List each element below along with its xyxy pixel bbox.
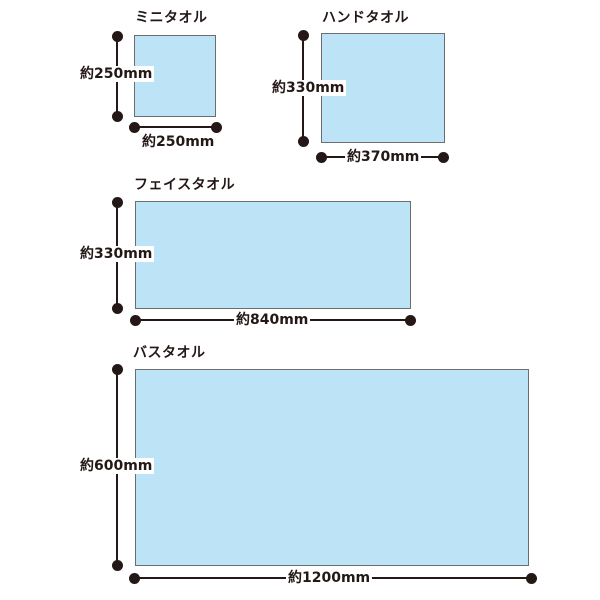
bath-towel-height-dot-bottom bbox=[112, 560, 123, 571]
hand-towel-title: ハンドタオル bbox=[322, 10, 409, 26]
mini-towel-width-dot-right bbox=[211, 122, 222, 133]
face-towel-height-dot-bottom bbox=[112, 303, 123, 314]
bath-towel-height-label: 約600mm bbox=[78, 458, 155, 474]
mini-towel-height-label: 約250mm bbox=[78, 66, 155, 82]
face-towel-height-dot-top bbox=[112, 197, 123, 208]
hand-towel-height-label: 約330mm bbox=[270, 80, 347, 96]
bath-towel-width-label: 約1200mm bbox=[286, 570, 373, 586]
bath-towel-rect bbox=[135, 369, 529, 566]
bath-towel-width-dot-left bbox=[129, 573, 140, 584]
bath-towel-width-dot-right bbox=[526, 573, 537, 584]
face-towel-width-dot-right bbox=[405, 315, 416, 326]
face-towel-width-label: 約840mm bbox=[234, 312, 311, 328]
mini-towel-title: ミニタオル bbox=[135, 10, 208, 26]
mini-towel-width-label: 約250mm bbox=[140, 134, 217, 150]
face-towel-width-dot-left bbox=[130, 315, 141, 326]
mini-towel-width-dot-left bbox=[129, 122, 140, 133]
face-towel-title: フェイスタオル bbox=[134, 177, 236, 193]
hand-towel-height-dot-top bbox=[298, 30, 309, 41]
mini-towel-height-dot-bottom bbox=[112, 111, 123, 122]
hand-towel-width-dot-left bbox=[316, 152, 327, 163]
mini-towel-width-line bbox=[134, 126, 216, 128]
hand-towel-width-dot-right bbox=[438, 152, 449, 163]
face-towel-rect bbox=[135, 201, 411, 309]
mini-towel-height-dot-top bbox=[112, 31, 123, 42]
face-towel-height-label: 約330mm bbox=[78, 246, 155, 262]
bath-towel-height-dot-top bbox=[112, 364, 123, 375]
hand-towel-height-dot-bottom bbox=[298, 136, 309, 147]
bath-towel-title: バスタオル bbox=[133, 345, 206, 361]
hand-towel-width-label: 約370mm bbox=[345, 149, 422, 165]
